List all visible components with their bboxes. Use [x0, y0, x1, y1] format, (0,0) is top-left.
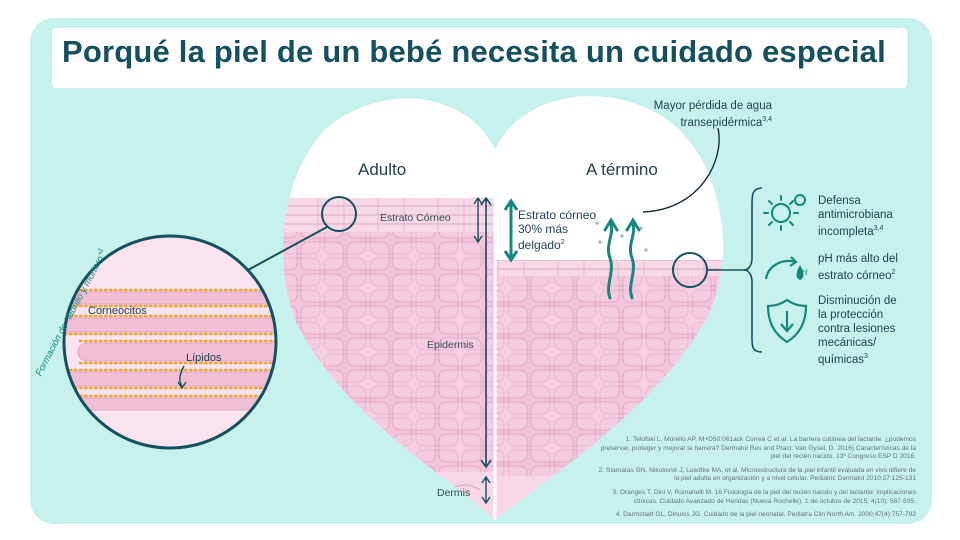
- lipids-label: Lípidos: [186, 352, 222, 364]
- benefit-protection: Disminución de la protección contra lesi…: [818, 295, 897, 366]
- corneocytes-label: Corneocitos: [88, 305, 147, 317]
- title-bar: [52, 28, 907, 88]
- zoom-connector: [247, 226, 328, 271]
- reference-item: 1. Telofski L, Morello AP, M+D50:061ack …: [600, 436, 916, 461]
- water-droplets: [595, 221, 648, 252]
- benefits-bracket: [743, 187, 763, 353]
- reference-item: 2. Stamatas GN, Nikolovsk J, Luedtke MA,…: [598, 466, 916, 483]
- virus-shield-icon: [763, 194, 806, 231]
- ph-drop-icon: [764, 256, 804, 280]
- reference-item: 3. Oranges T, Dini V, Romanelli M. 16 Fi…: [612, 488, 916, 505]
- stratum-corneum-arrow: [473, 196, 483, 244]
- page-title: Porqué la piel de un bebé necesita un cu…: [62, 34, 886, 69]
- reference-item: 4. Darmstadt GL, Dinulos JG. Cuidado de …: [615, 511, 916, 519]
- adult-label: Adulto: [358, 160, 407, 179]
- dermis-label: Dermis: [437, 487, 471, 499]
- references: 1. Telofski L, Morello AP, M+D50:061ack …: [598, 436, 916, 525]
- water-loss-label: Mayor pérdida de agua transepidérmica3,4: [653, 100, 772, 129]
- brick-mortar-zoom: [62, 234, 278, 450]
- epidermis-arrow: [480, 196, 492, 469]
- thinner-corneum-note: Estrato córneo 30% más delgado2: [518, 208, 597, 252]
- benefit-ph: pH más alto del estrato córneo2: [818, 253, 898, 282]
- stratum-corneum-label: Estrato Córneo: [380, 212, 451, 224]
- epidermis-label: Epidermis: [427, 339, 474, 351]
- dermis-arrow: [481, 475, 491, 505]
- water-loss-leader: [642, 127, 720, 213]
- thin-corneum-arrow: [503, 198, 519, 263]
- ph-tag: pH: [797, 268, 808, 277]
- shield-arrow-icon: [766, 298, 808, 344]
- term-label: A término: [586, 160, 658, 179]
- benefit-antimicrobial: Defensa antimicrobiana incompleta3,4: [818, 195, 893, 238]
- water-loss-arrows: [603, 217, 641, 300]
- adult-zoom-marker: [321, 196, 357, 232]
